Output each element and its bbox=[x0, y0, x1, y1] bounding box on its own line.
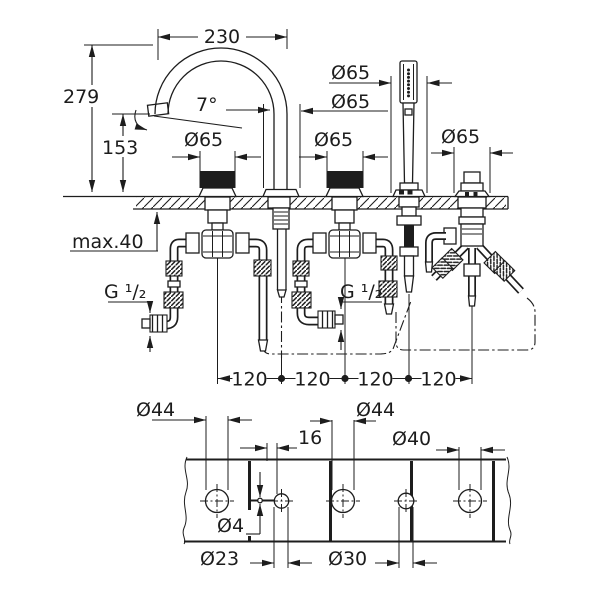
dim-spacing-2: 120 bbox=[294, 369, 330, 391]
dim-hole-right-handle: Ø44 bbox=[356, 399, 395, 421]
plan-view: Ø44 Ø44 16 Ø40 Ø4 bbox=[136, 399, 512, 570]
dim-right-handle-escutcheon: Ø65 bbox=[314, 129, 353, 151]
dim-hole-handshower: Ø30 bbox=[328, 548, 367, 570]
spout-escutcheon bbox=[262, 188, 300, 198]
hole-centerlines bbox=[200, 484, 487, 518]
dim-hole-diverter: Ø40 bbox=[392, 428, 431, 450]
deck-plan-strip bbox=[182, 456, 512, 545]
dim-left-handle-escutcheon: Ø65 bbox=[184, 129, 223, 151]
hose-nut bbox=[291, 291, 312, 309]
diverter-shank bbox=[457, 196, 487, 209]
hose-nut bbox=[253, 259, 272, 277]
hose-nut bbox=[463, 263, 481, 277]
valve-body bbox=[328, 229, 361, 259]
handle-knob bbox=[327, 171, 363, 188]
spray-face-dots bbox=[407, 68, 410, 98]
dim-hole-spout: Ø23 bbox=[200, 548, 239, 570]
right-handle bbox=[291, 171, 398, 329]
handshower-hose-stub bbox=[404, 225, 414, 247]
plan-dimensions: Ø44 Ø44 16 Ø40 Ø4 bbox=[136, 399, 505, 570]
spout-shank bbox=[267, 196, 291, 209]
valve-body bbox=[201, 229, 234, 259]
diverter bbox=[424, 171, 524, 307]
valve-fitting bbox=[312, 232, 327, 254]
valve-fitting bbox=[185, 232, 200, 254]
hose-nut bbox=[493, 259, 516, 283]
drill-holes bbox=[200, 484, 487, 518]
hose-nut bbox=[292, 260, 310, 277]
pilot-hole bbox=[257, 497, 263, 504]
dim-spacing-4: 120 bbox=[420, 369, 456, 391]
hose-nut bbox=[165, 260, 183, 277]
break-line-left bbox=[182, 456, 188, 545]
dim-spout-escutcheon: Ø65 bbox=[331, 91, 370, 113]
diverter-knob bbox=[463, 171, 481, 184]
dim-max-deck-thickness: max.40 bbox=[72, 231, 144, 253]
valve-fitting bbox=[362, 232, 377, 254]
hose-routing-line-right bbox=[395, 297, 536, 351]
hose-nut bbox=[431, 256, 454, 280]
spout-outlet bbox=[146, 102, 170, 117]
elevation-view: 230 279 153 7° Ø65 bbox=[62, 25, 536, 391]
diverter-escutcheon bbox=[453, 190, 491, 198]
spacing-dimension: 120 120 120 120 bbox=[218, 369, 472, 391]
handle-escutcheon bbox=[197, 187, 238, 198]
break-line-right bbox=[506, 456, 512, 545]
dim-hole-left-handle: Ø44 bbox=[136, 399, 175, 421]
dim-thread-left: G ¹/₂ bbox=[104, 281, 146, 303]
handle-knob bbox=[200, 171, 235, 188]
dim-pilot-offset: 16 bbox=[298, 427, 322, 449]
dim-spout-height: 279 bbox=[63, 86, 99, 108]
dim-spout-reach: 230 bbox=[204, 26, 240, 48]
dim-spacing-3: 120 bbox=[357, 369, 393, 391]
dim-diverter-escutcheon: Ø65 bbox=[441, 126, 480, 148]
handshower-cradle bbox=[399, 182, 419, 191]
valve-shank bbox=[331, 196, 358, 211]
handle-escutcheon bbox=[324, 187, 365, 198]
g12-union-nut-right bbox=[317, 310, 336, 329]
valve-shank bbox=[204, 196, 231, 211]
dim-spacing-1: 120 bbox=[231, 369, 267, 391]
elevation-dimensions: 230 279 153 7° Ø65 bbox=[62, 25, 513, 391]
hose-nut bbox=[380, 255, 398, 271]
valve-fitting bbox=[235, 232, 250, 254]
hose-nut bbox=[163, 291, 184, 309]
dim-pilot-hole: Ø4 bbox=[217, 515, 244, 537]
g12-union-nut-left bbox=[149, 314, 168, 333]
left-handle bbox=[141, 171, 272, 352]
hose-nut bbox=[378, 280, 398, 298]
dim-handshower-escutcheon: Ø65 bbox=[331, 62, 370, 84]
dim-thread-right: G ¹/₂ bbox=[340, 281, 382, 303]
dim-outlet-height: 153 bbox=[102, 137, 138, 159]
diverter-body bbox=[460, 223, 484, 247]
spout bbox=[146, 47, 300, 298]
dim-spout-angle: 7° bbox=[196, 94, 218, 116]
hand-shower bbox=[391, 60, 427, 293]
